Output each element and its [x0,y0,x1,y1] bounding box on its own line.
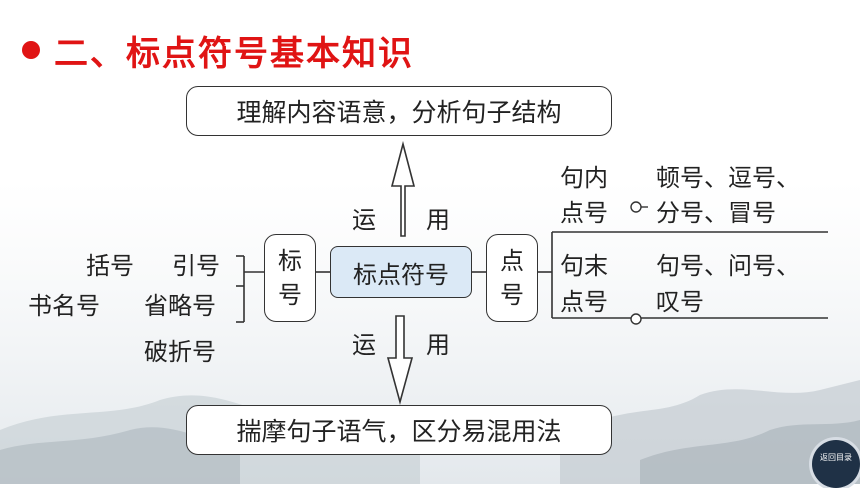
end-items-line1: 句号、问号、 [656,252,800,280]
red-bullet-icon [22,41,40,59]
down-label-left: 运 [352,331,376,359]
left-item-quotes: 引号 [172,252,220,280]
divider-node-lower [630,313,642,325]
center-box: 标点符号 [330,246,472,298]
left-item-book-title: 书名号 [28,292,100,320]
end-title-line2: 点号 [560,288,608,316]
left-item-brackets: 括号 [86,252,134,280]
right-box-char-2: 号 [500,281,524,309]
return-to-contents-button[interactable]: 返回目录 [812,440,860,488]
left-item-ellipsis: 省略号 [144,292,216,320]
top-box: 理解内容语意，分析句子结构 [186,86,612,136]
section-heading: 二、标点符号基本知识 [22,28,414,74]
inner-title-line2: 点号 [560,199,608,227]
right-category-box: 点 号 [486,234,538,322]
up-label-left: 运 [352,206,376,234]
heading-text: 二、标点符号基本知识 [54,33,414,74]
left-item-dash: 破折号 [144,338,216,366]
left-box-char-2: 号 [278,281,302,309]
inner-title-line1: 句内 [560,164,608,192]
end-items-line2: 叹号 [656,288,704,316]
left-box-char-1: 标 [278,247,302,275]
divider-node-upper [630,201,642,213]
right-box-char-1: 点 [500,247,524,275]
up-label-right: 用 [426,206,450,234]
up-arrow-icon [390,140,416,237]
end-title-line1: 句末 [560,252,608,280]
inner-items-line1: 顿号、逗号、 [656,164,800,192]
inner-items-line2: 分号、冒号 [656,199,776,227]
down-label-right: 用 [426,331,450,359]
left-category-box: 标 号 [264,234,316,322]
bottom-box: 揣摩句子语气，区分易混用法 [186,405,612,455]
down-arrow-icon [386,315,414,406]
return-button-label: 返回目录 [820,452,852,462]
